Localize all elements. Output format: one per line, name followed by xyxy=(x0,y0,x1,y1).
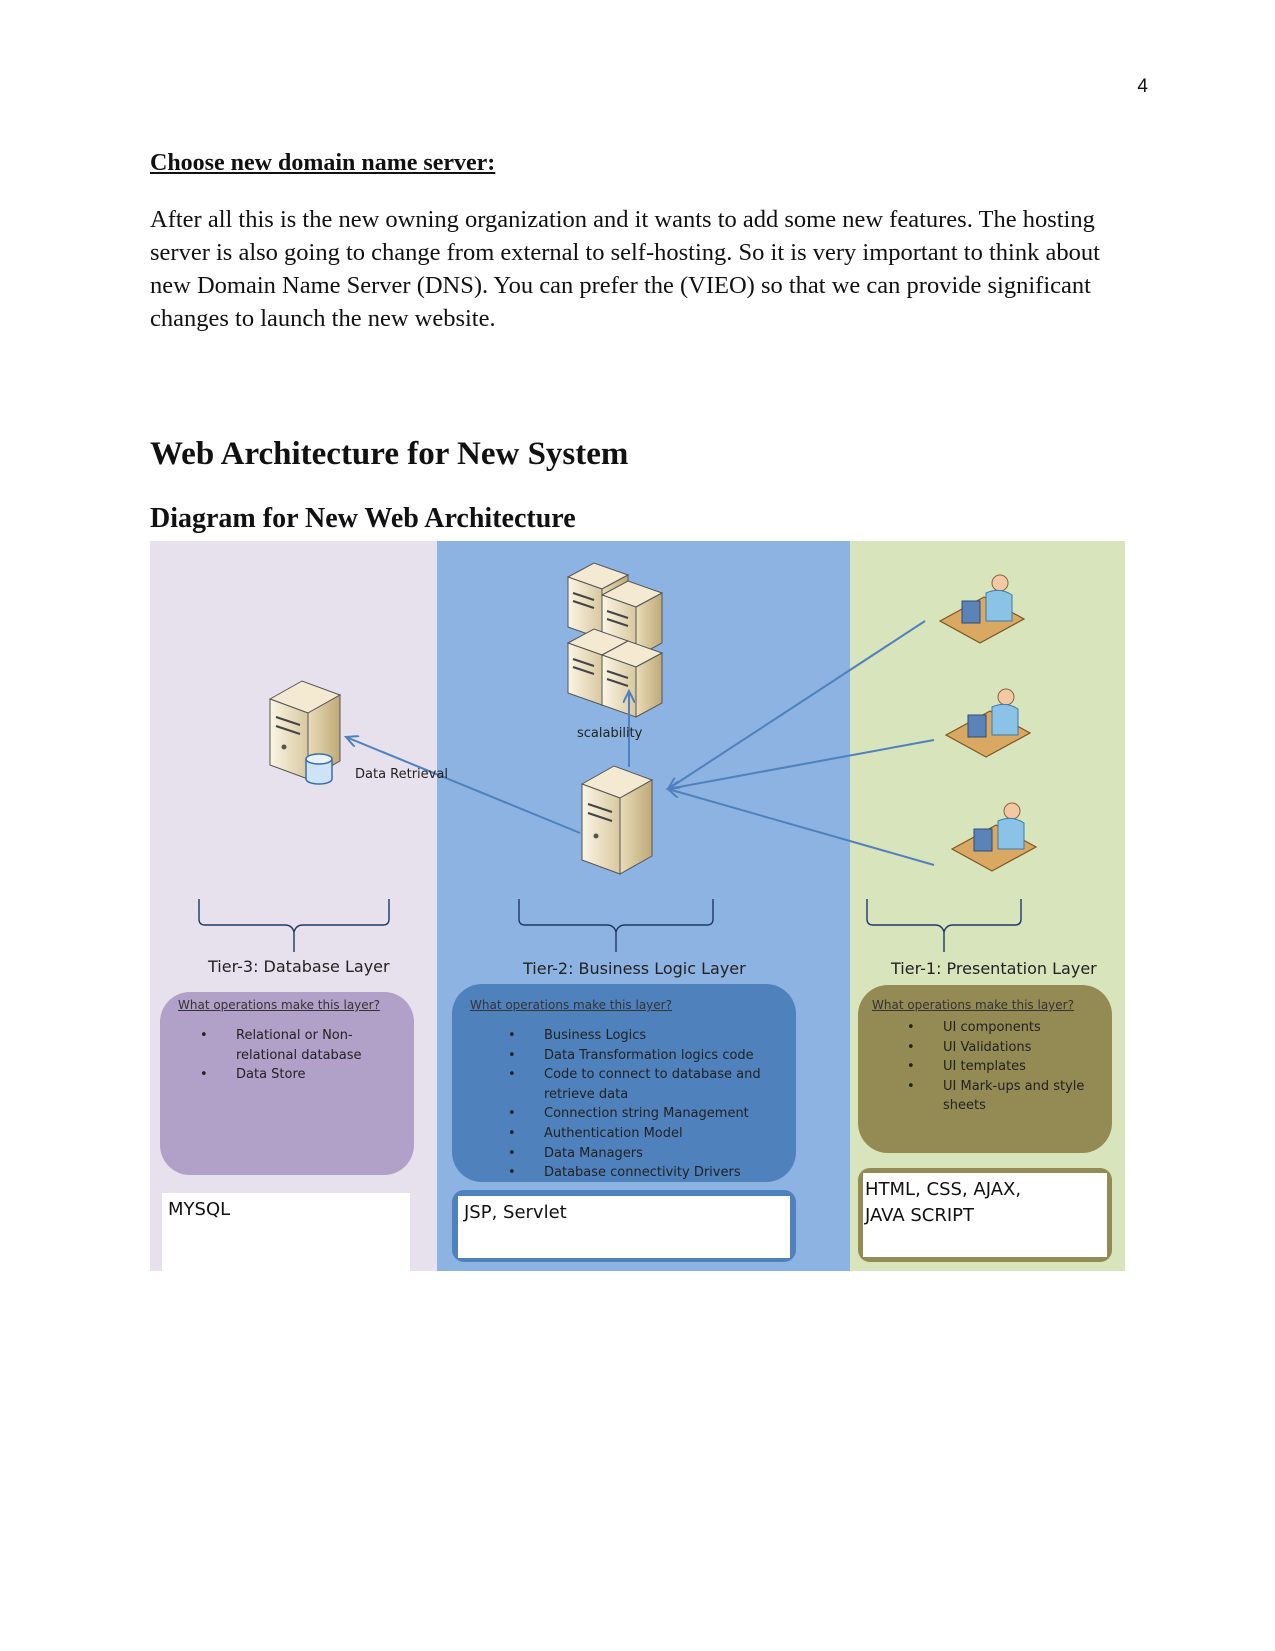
list-item: UI components xyxy=(907,1018,1087,1038)
client-request-arrow xyxy=(668,620,926,789)
list-item: UI Validations xyxy=(907,1038,1087,1058)
list-item: UI Mark-ups and style sheets xyxy=(907,1077,1087,1116)
body-paragraph: After all this is the new owning organiz… xyxy=(150,206,1100,332)
database-server-icon xyxy=(268,680,342,785)
client-request-arrow xyxy=(668,789,935,866)
tier2-brace xyxy=(518,899,714,952)
client-request-arrow xyxy=(668,739,935,789)
tier1-ops-list: UI components UI Validations UI template… xyxy=(907,1018,1087,1116)
list-item: Authentication Model xyxy=(508,1124,778,1144)
tier2-label: Tier-2: Business Logic Layer xyxy=(523,959,746,978)
tier3-ops-question: What operations make this layer? xyxy=(178,998,380,1012)
tier1-background xyxy=(850,541,1125,1271)
list-item: Connection string Management xyxy=(508,1104,778,1124)
list-item: UI templates xyxy=(907,1057,1087,1077)
tier3-technology: MYSQL xyxy=(162,1193,410,1271)
list-item: Data Transformation logics code xyxy=(508,1046,778,1066)
scalability-label: scalability xyxy=(577,726,643,741)
data-retrieval-arrow xyxy=(346,737,581,834)
list-item: Code to connect to database and retrieve… xyxy=(508,1065,778,1104)
list-item: Business Logics xyxy=(508,1026,778,1046)
data-retrieval-label: Data Retrieval xyxy=(355,767,448,782)
tier3-brace xyxy=(198,899,390,952)
server-cluster-icon xyxy=(566,562,664,718)
tier3-label: Tier-3: Database Layer xyxy=(208,957,390,976)
user-workstation-icon xyxy=(950,802,1038,872)
section-heading: Choose new domain name server: xyxy=(150,150,496,176)
user-workstation-icon xyxy=(938,574,1026,644)
user-workstation-icon xyxy=(944,688,1032,758)
tier2-technology: JSP, Servlet xyxy=(458,1196,790,1258)
application-server-icon xyxy=(580,765,654,875)
page-number: 4 xyxy=(1137,76,1148,97)
tier2-ops-question: What operations make this layer? xyxy=(470,998,672,1012)
list-item: Data Managers xyxy=(508,1144,778,1164)
tier1-ops-question: What operations make this layer? xyxy=(872,998,1074,1012)
tier2-ops-list: Business Logics Data Transformation logi… xyxy=(508,1026,778,1183)
diagram-title: Diagram for New Web Architecture xyxy=(150,503,576,534)
tier1-technology: HTML, CSS, AJAX, JAVA SCRIPT xyxy=(863,1173,1107,1257)
list-item: Database connectivity Drivers xyxy=(508,1163,778,1183)
tier1-brace xyxy=(866,899,1022,952)
list-item: Relational or Non-relational database xyxy=(200,1026,380,1065)
tier1-label: Tier-1: Presentation Layer xyxy=(891,959,1097,978)
architecture-diagram: scalability Data Retrieval Tier-3: Datab… xyxy=(150,541,1125,1271)
architecture-title: Web Architecture for New System xyxy=(150,436,629,472)
list-item: Data Store xyxy=(200,1065,380,1085)
tier3-ops-list: Relational or Non-relational database Da… xyxy=(200,1026,380,1085)
